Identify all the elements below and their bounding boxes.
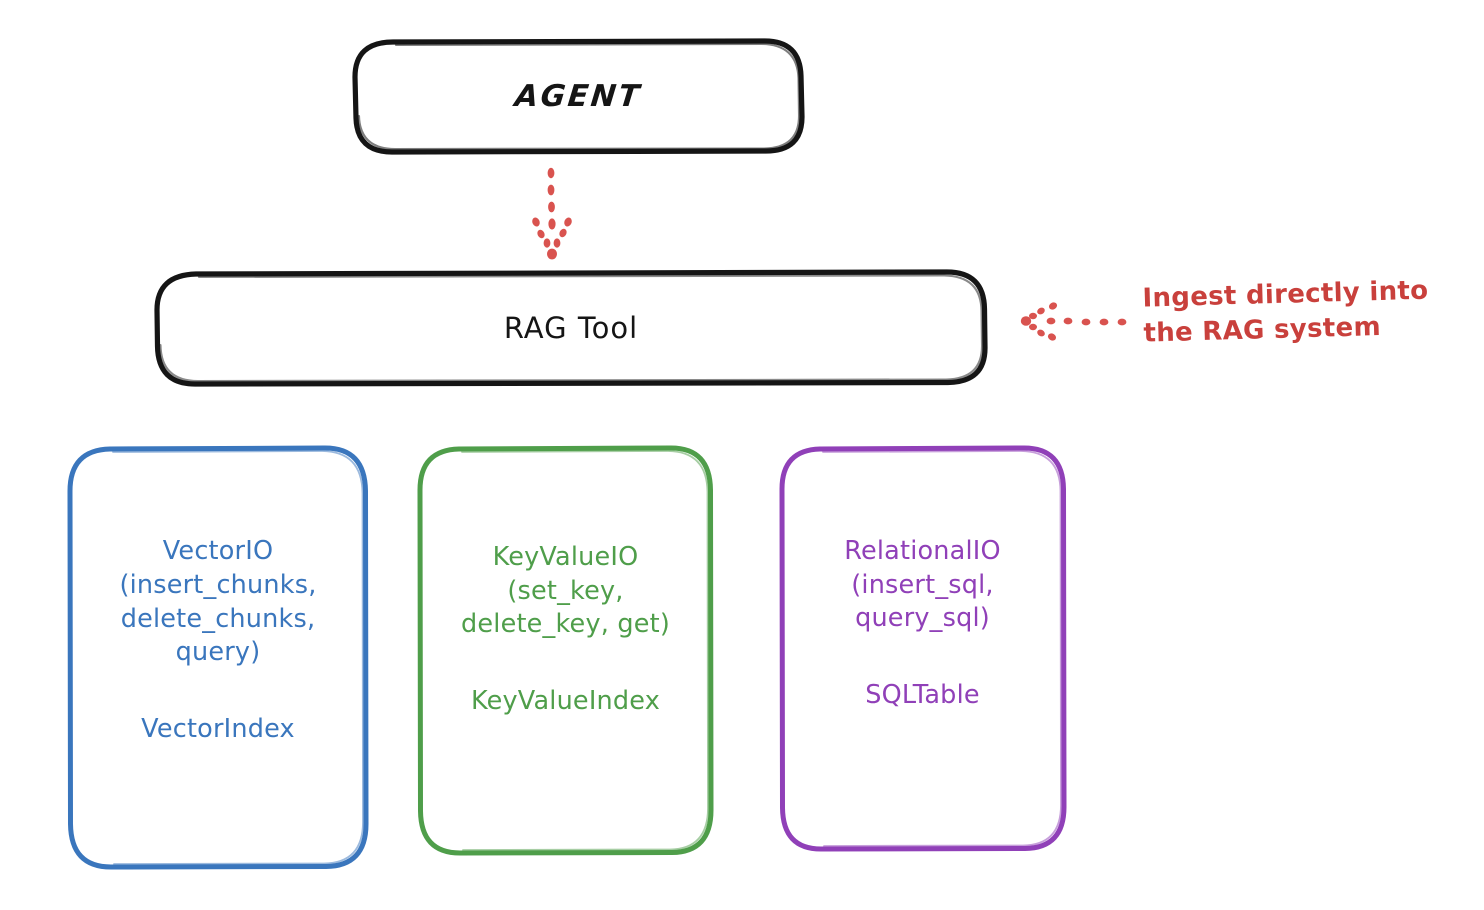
vector-io-api-label: VectorIO (insert_chunks, delete_chunks, … <box>119 536 317 668</box>
key-value-io-api-label: KeyValueIO (set_key, delete_key, get) <box>461 542 670 640</box>
ingest-annotation-text: Ingest directly into the RAG system <box>1142 275 1429 349</box>
rag-tool-node[interactable]: RAG Tool <box>157 272 985 384</box>
relational-io-body: RelationalIO (insert_sql, query_sql) SQL… <box>782 535 1063 710</box>
key-value-io-body: KeyValueIO (set_key, delete_key, get) Ke… <box>420 541 711 716</box>
rag-tool-node-label: RAG Tool <box>503 311 639 345</box>
relational-io-api-label: RelationalIO (insert_sql, query_sql) <box>844 536 1001 634</box>
relational-io-node[interactable]: RelationalIO (insert_sql, query_sql) SQL… <box>782 448 1063 849</box>
agent-node-label: AGENT <box>513 79 644 114</box>
vector-io-index-label: VectorIndex <box>141 713 295 744</box>
key-value-io-node[interactable]: KeyValueIO (set_key, delete_key, get) Ke… <box>420 448 711 853</box>
vector-io-node[interactable]: VectorIO (insert_chunks, delete_chunks, … <box>70 448 366 867</box>
relational-io-index-label: SQLTable <box>865 679 980 710</box>
agent-to-rag-tool-connector <box>532 167 572 260</box>
ingest-to-rag-tool-connector <box>1020 302 1127 341</box>
key-value-io-index-label: KeyValueIndex <box>470 685 661 716</box>
vector-io-body: VectorIO (insert_chunks, delete_chunks, … <box>70 535 366 744</box>
agent-node[interactable]: AGENT <box>355 40 802 153</box>
